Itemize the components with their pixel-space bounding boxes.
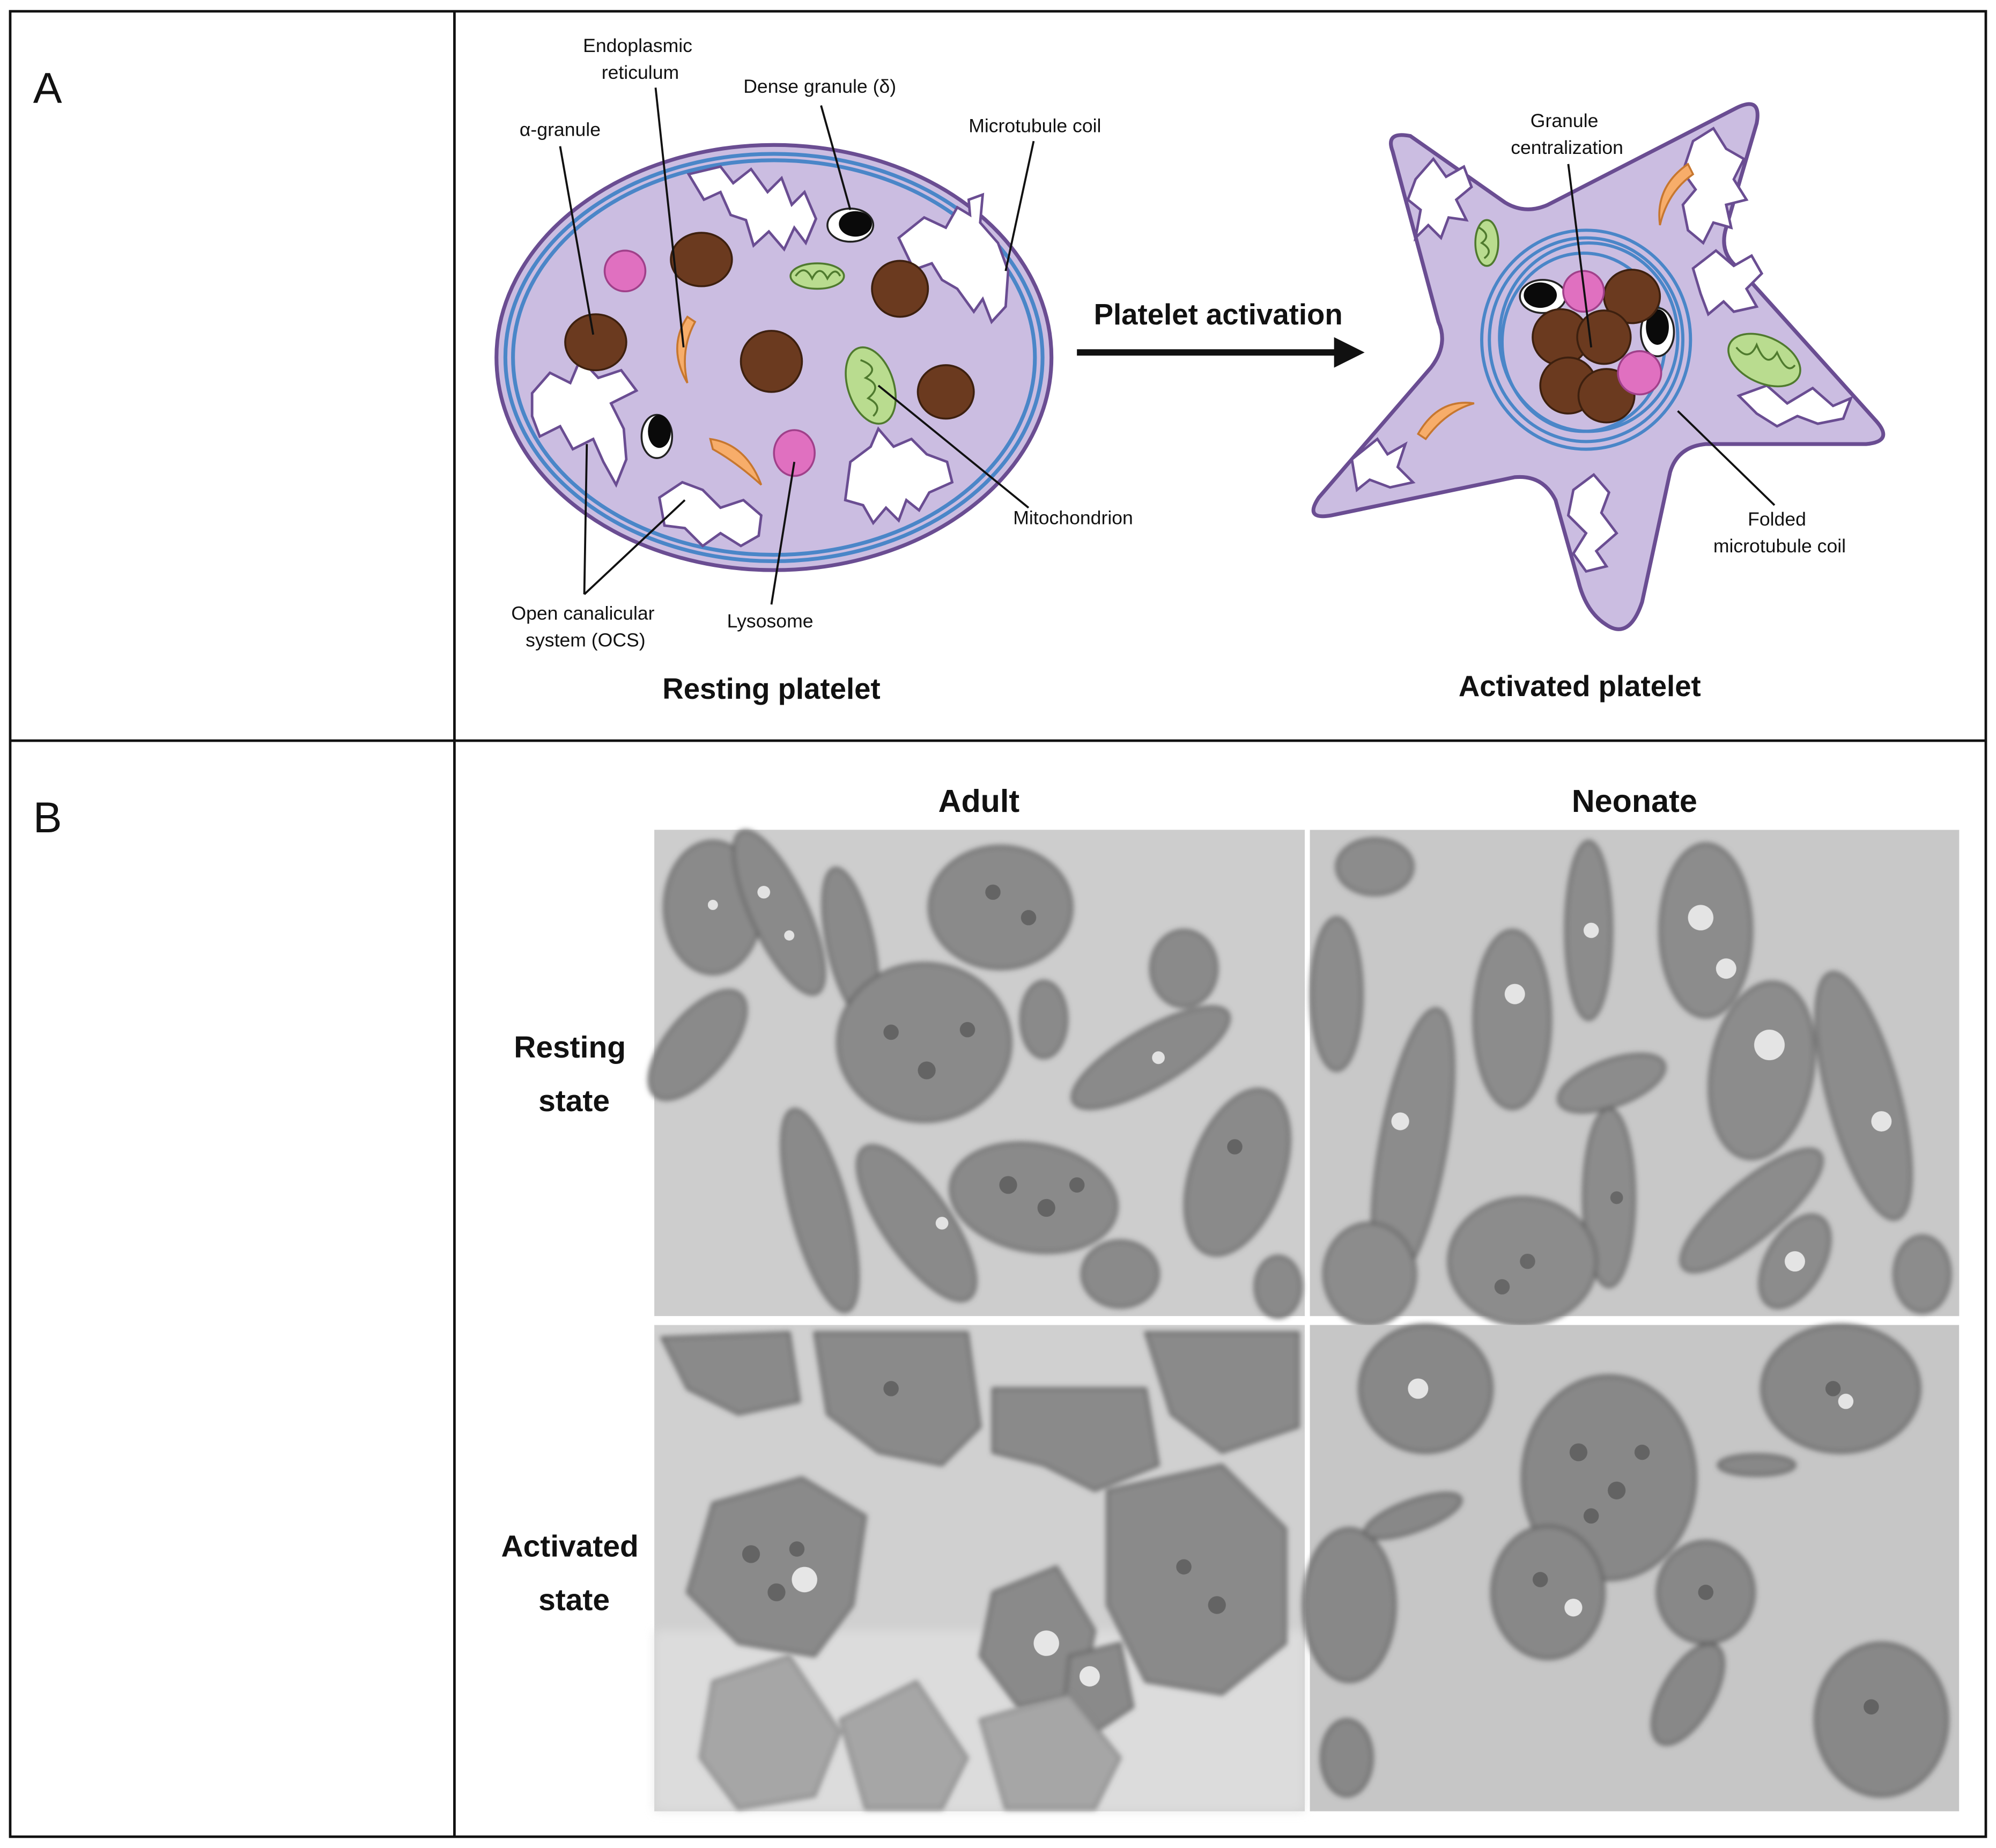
activated-endoplasmic-reticulum xyxy=(1416,162,1695,441)
activated-platelet-title: Activated platelet xyxy=(1459,670,1701,703)
resting-microtubule-coil xyxy=(503,152,1045,564)
micrograph-adult-activated xyxy=(654,1325,1305,1812)
label-mitochondrion: Mitochondrion xyxy=(1013,507,1133,529)
activated-mitochondria xyxy=(1474,219,1801,388)
label-dense-granule: Dense granule (δ) xyxy=(743,76,896,97)
label-endoplasmic-reticulum: Endoplasmic reticulum xyxy=(583,35,698,83)
resting-platelet-diagram: Endoplasmic reticulum Dense granule (δ) … xyxy=(494,35,1133,705)
label-folded-microtubule-coil: Folded microtubule coil xyxy=(1713,508,1846,557)
activation-arrow: Platelet activation xyxy=(1077,298,1365,368)
resting-leader-lines xyxy=(559,87,1035,605)
resting-mitochondria xyxy=(789,262,897,425)
micrograph-neonate-activated xyxy=(1302,1324,1960,1812)
activated-leader-lines xyxy=(1567,164,1776,506)
activated-platelet-diagram: Granule centralization Folded microtubul… xyxy=(1311,102,1886,703)
resting-lysosomes xyxy=(603,249,816,477)
row-label-activated: Activated state xyxy=(501,1529,647,1617)
micrograph-neonate-resting xyxy=(1310,830,1960,1327)
resting-alpha-granules xyxy=(564,232,975,420)
centralized-granules xyxy=(1519,269,1675,424)
panel-letter-b: B xyxy=(33,794,62,842)
label-alpha-granule: α-granule xyxy=(520,119,601,141)
column-label-neonate: Neonate xyxy=(1572,783,1697,819)
micrograph-adult-resting xyxy=(647,830,1305,1319)
activated-ocs xyxy=(1350,127,1853,573)
micrograph-grid: Adult Neonate Resting state Activated st… xyxy=(501,783,1960,1812)
open-canalicular-system xyxy=(530,165,1010,548)
panel-letter-a: A xyxy=(33,64,62,113)
label-lysosome: Lysosome xyxy=(727,610,814,632)
row-label-resting: Resting state xyxy=(514,1030,634,1118)
column-label-adult: Adult xyxy=(938,783,1020,819)
resting-platelet-title: Resting platelet xyxy=(662,672,880,705)
label-granule-centralization: Granule centralization xyxy=(1511,110,1623,158)
label-microtubule-coil: Microtubule coil xyxy=(969,115,1101,137)
activation-label: Platelet activation xyxy=(1094,298,1343,331)
label-open-canalicular-system: Open canalicular system (OCS) xyxy=(511,603,660,651)
panel-grid xyxy=(9,10,1987,1838)
activated-cell-body xyxy=(1311,102,1886,631)
resting-dense-granules xyxy=(640,208,875,459)
